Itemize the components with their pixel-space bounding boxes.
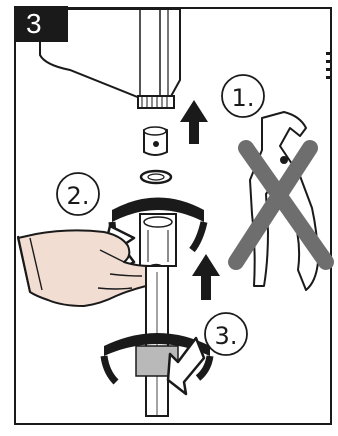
callout-1: 1.	[222, 75, 264, 117]
callout-2: 2.	[57, 173, 99, 215]
edge-marks	[326, 52, 330, 79]
callout-3: 3.	[205, 313, 247, 355]
washer-icon	[141, 171, 171, 183]
pliers-crossed-out-icon	[236, 112, 326, 290]
callout-3-label: 3.	[215, 322, 238, 350]
up-arrow-1-icon	[180, 100, 208, 144]
callout-2-label: 2.	[67, 182, 90, 210]
step-number-badge: 3	[14, 6, 68, 42]
aerator-icon	[144, 127, 167, 155]
callout-1-label: 1.	[232, 84, 255, 112]
up-arrow-2-icon	[192, 254, 220, 300]
